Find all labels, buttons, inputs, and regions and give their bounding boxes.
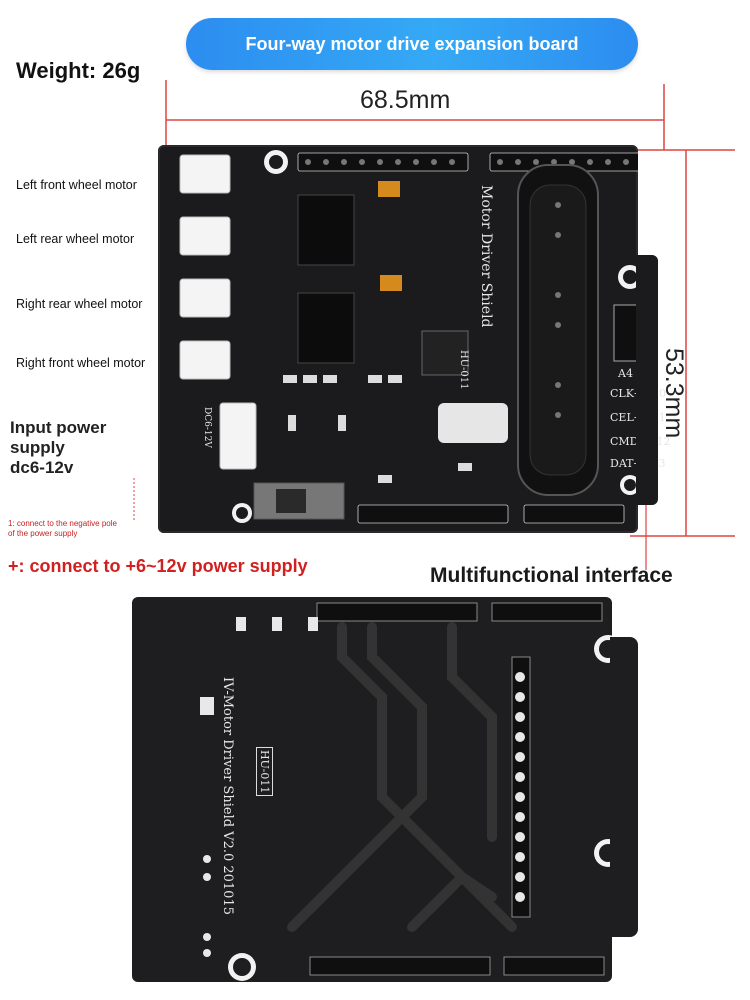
board-front: Motor Driver Shield HU-011 DC6-12V A4 A5…	[158, 145, 671, 533]
motor-label-right-rear: Right rear wheel motor	[16, 297, 143, 311]
power-input-line3: dc6-12v	[10, 458, 74, 477]
pin-clk: CLK→D10	[610, 387, 666, 400]
width-dimension: 68.5mm	[360, 86, 451, 114]
motor-label-left-front: Left front wheel motor	[16, 178, 137, 192]
motor-label-right-front: Right front wheel motor	[16, 356, 146, 370]
positive-note: +: connect to +6~12v power supply	[8, 556, 308, 576]
back-model-silkscreen: HU-011	[256, 747, 273, 797]
pin-dat: DAT→D13	[610, 457, 666, 470]
negative-note-line2: of the power supply	[8, 529, 78, 538]
pin-cmd: CMD→D12	[610, 435, 671, 448]
pin-cel: CEL→D11	[610, 411, 666, 424]
pin-a4a5: A4 A5	[618, 367, 652, 380]
back-silkscreen: IV-Motor Driver Shield V2.0 201015	[220, 677, 235, 915]
board-back: IV-Motor Driver Shield V2.0 201015 HU-01…	[132, 597, 638, 982]
power-input-line1: Input power	[10, 418, 107, 437]
negative-note-line1: 1: connect to the negative pole	[8, 519, 117, 528]
board-back-graphics	[200, 602, 612, 981]
weight-label: Weight: 26g	[16, 58, 141, 83]
interface-label: Multifunctional interface	[430, 564, 673, 587]
power-input-line2: supply	[10, 438, 65, 457]
title-banner: Four-way motor drive expansion board	[186, 18, 638, 70]
board-front-graphics	[179, 150, 638, 524]
motor-label-left-rear: Left rear wheel motor	[16, 232, 135, 246]
board-name-silkscreen: Motor Driver Shield	[478, 185, 494, 328]
dc-silkscreen: DC6-12V	[202, 407, 212, 448]
model-silkscreen: HU-011	[458, 350, 469, 390]
